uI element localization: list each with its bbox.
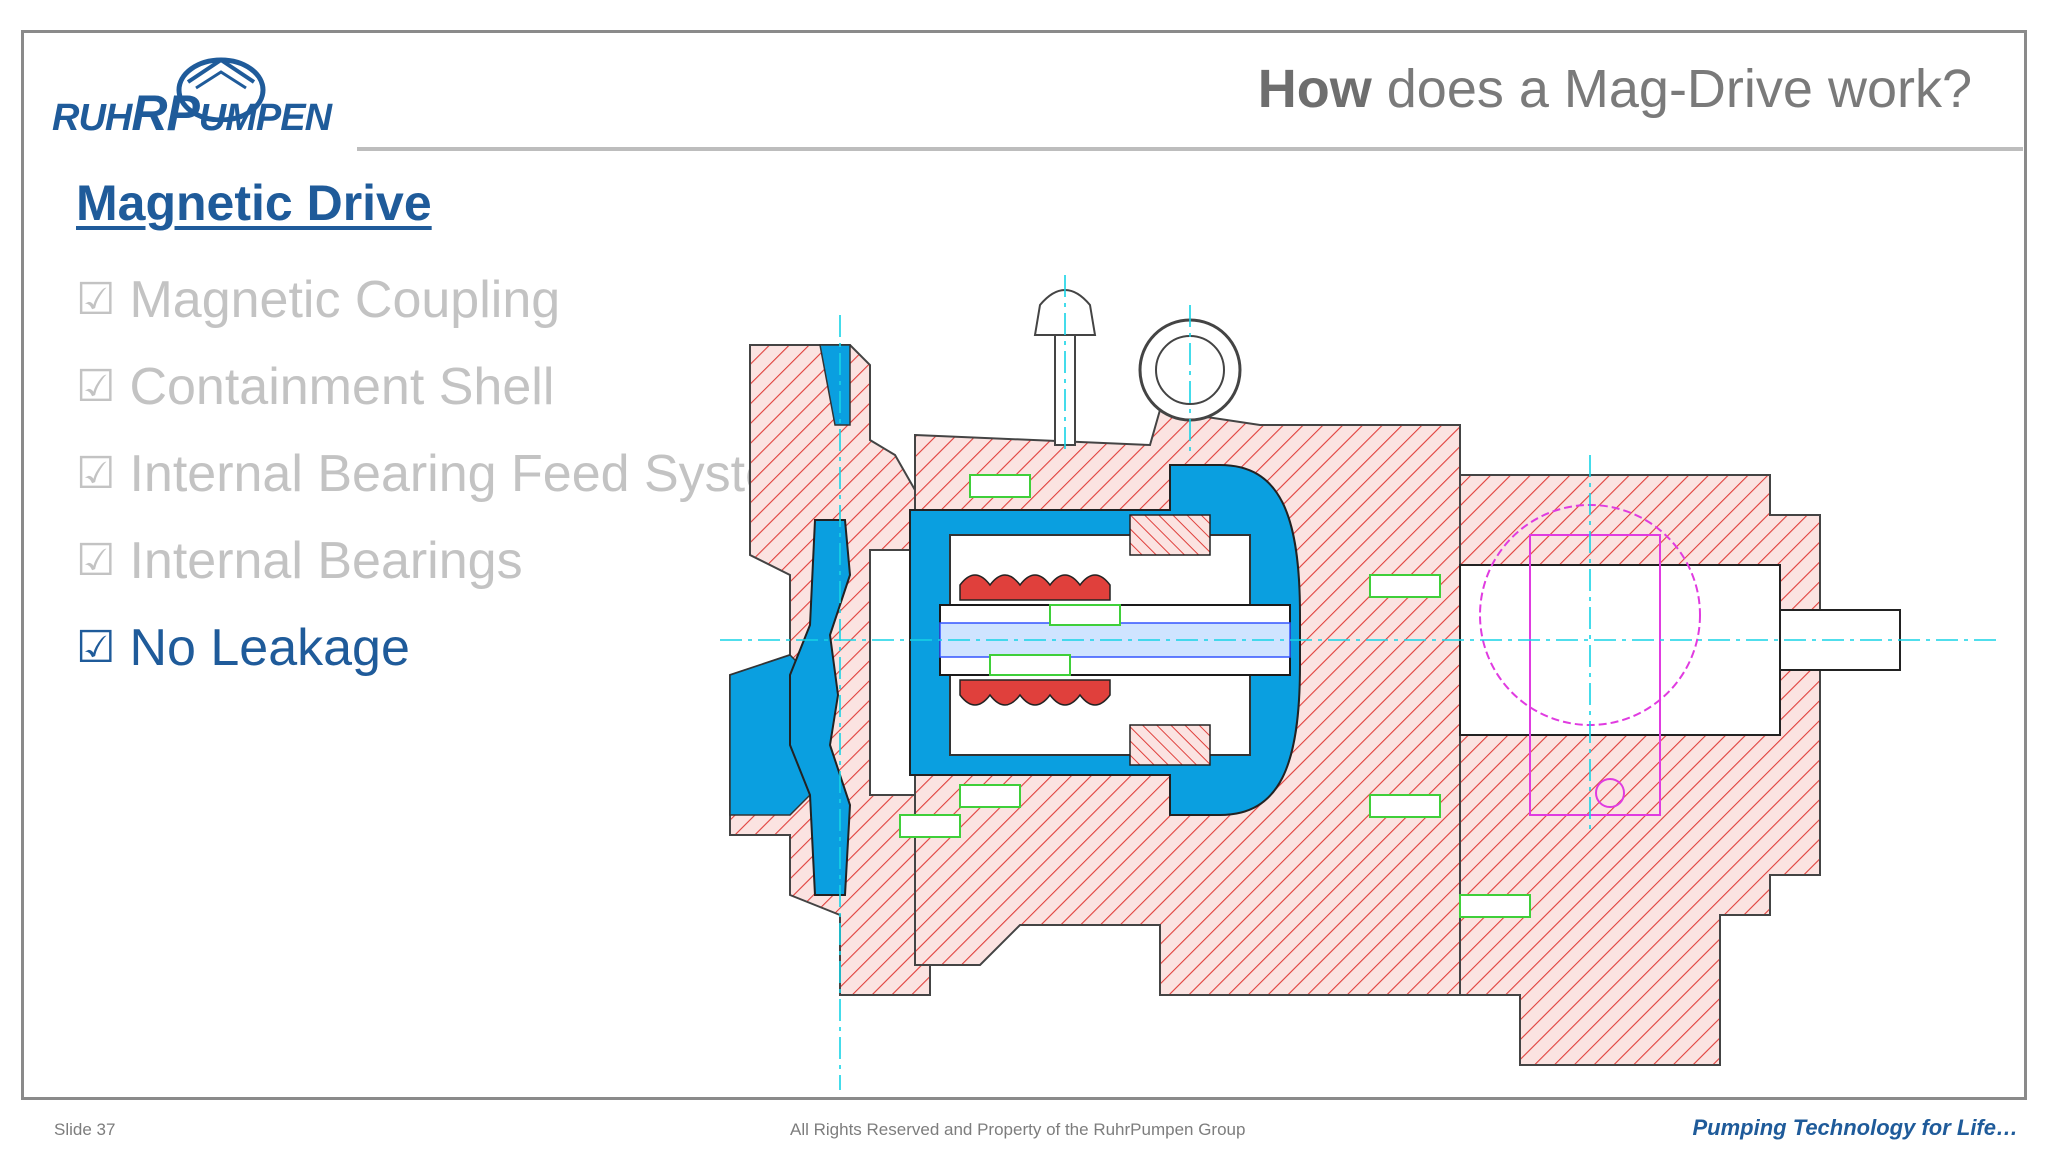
checklist-item-label: Containment Shell (129, 357, 555, 416)
checklist-item-magnetic-coupling: ☑ Magnetic Coupling (76, 256, 817, 343)
checklist-item-internal-bearing-feed-system: ☑ Internal Bearing Feed System (76, 430, 817, 517)
checkbox-checked-icon: ☑ (76, 535, 116, 586)
checkbox-checked-icon: ☑ (76, 622, 116, 673)
outer-magnet-lower (1129, 724, 1211, 766)
checklist: ☑ Magnetic Coupling ☑ Containment Shell … (76, 256, 817, 691)
coupling-hub (1459, 564, 1781, 736)
outer-magnet-upper (1129, 514, 1211, 556)
checkbox-checked-icon: ☑ (76, 361, 116, 412)
ruhrpumpen-logo: RUHRPUMPEN (48, 48, 338, 141)
checklist-item-internal-bearings: ☑ Internal Bearings (76, 517, 817, 604)
internal-bearing-upper (959, 574, 1111, 601)
checklist-item-label: Magnetic Coupling (129, 270, 561, 329)
vent-plug (1033, 289, 1097, 336)
checkbox-checked-icon: ☑ (76, 274, 116, 325)
slide-title: How does a Mag-Drive work? (1257, 59, 1972, 119)
motor-adapter (1459, 474, 1821, 1066)
checklist-item-no-leakage: ☑ No Leakage (76, 604, 817, 691)
slide-number: Slide 37 (54, 1120, 116, 1139)
section-heading: Magnetic Drive (76, 175, 432, 231)
mag-drive-pump-cross-section-diagram (720, 275, 2000, 1090)
logo-ring-icon (176, 57, 266, 122)
checklist-item-label: Internal Bearing Feed System (129, 444, 818, 503)
title-divider (357, 147, 2023, 151)
checklist-item-label: No Leakage (129, 618, 410, 677)
bolts (899, 474, 1531, 918)
checklist-item-containment-shell: ☑ Containment Shell (76, 343, 817, 430)
checkbox-checked-icon: ☑ (76, 448, 116, 499)
internal-bearing-lower (959, 679, 1111, 706)
checklist-item-label: Internal Bearings (129, 531, 523, 590)
tagline: Pumping Technology for Life… (1692, 1115, 2018, 1140)
copyright-notice: All Rights Reserved and Property of the … (790, 1120, 1246, 1139)
impeller (789, 519, 852, 896)
center-lines (720, 275, 2000, 1090)
logo-wordmark: RUHRPUMPEN (52, 85, 332, 141)
